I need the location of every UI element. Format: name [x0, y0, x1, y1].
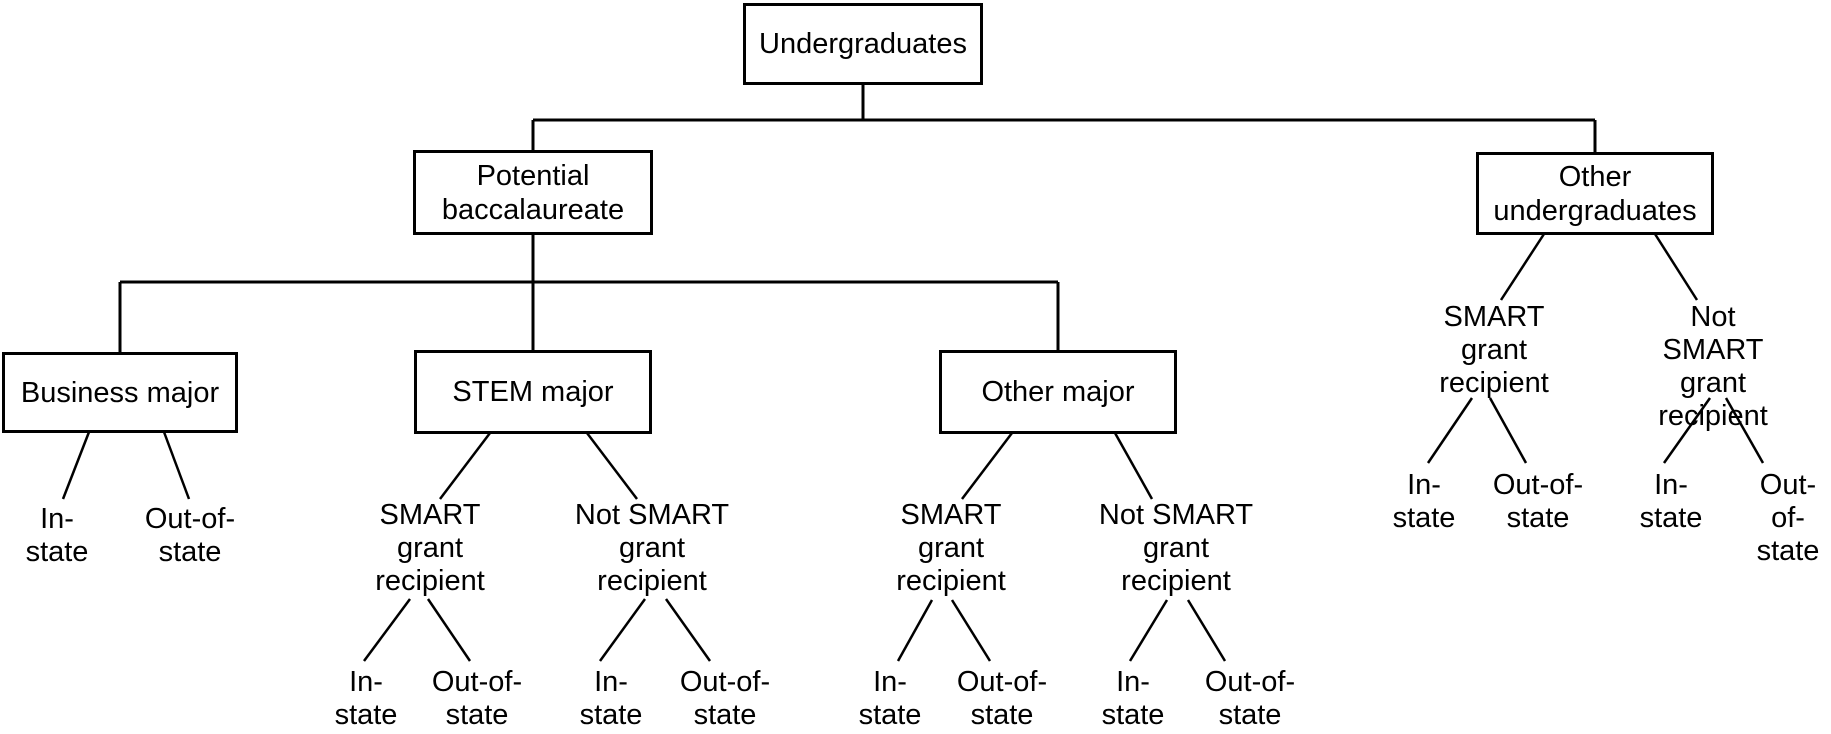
- leaf-other-major-smart-out-of-state: Out-of- state: [956, 666, 1048, 731]
- edge-other-major-smart: [961, 432, 1013, 500]
- leaf-business-out-of-state: Out-of- state: [144, 503, 236, 568]
- leaf-other-major-smart-in-state: In- state: [858, 666, 922, 731]
- node-undergraduates: Undergraduates: [743, 3, 983, 85]
- node-stem-not-smart-recipient: Not SMART grant recipient: [574, 499, 730, 597]
- edge-stem-not-smart-in-state: [598, 598, 647, 662]
- node-business-major: Business major: [2, 352, 238, 433]
- edge-business-out-of-state: [162, 431, 191, 500]
- node-stem-smart-recipient: SMART grant recipient: [375, 499, 485, 597]
- edge-other-undergrads-not-smart-out-of-state: [1724, 397, 1765, 464]
- diagonal-edges: [61, 233, 1765, 662]
- leaf-stem-not-smart-in-state: In- state: [579, 666, 643, 731]
- edge-other-major-not-smart-out-of-state: [1186, 599, 1227, 662]
- edge-stem-not-smart: [586, 432, 638, 500]
- node-potential-baccalaureate: Potential baccalaureate: [413, 150, 653, 235]
- node-other-major-not-smart-recipient: Not SMART grant recipient: [1098, 499, 1254, 597]
- leaf-stem-smart-out-of-state: Out-of- state: [431, 666, 523, 731]
- edge-other-undergrads-not-smart: [1653, 233, 1699, 301]
- leaf-stem-smart-in-state: In- state: [334, 666, 398, 731]
- orthogonal-edges: [118, 85, 1597, 354]
- node-other-undergraduates: Other undergraduates: [1476, 152, 1714, 235]
- edge-other-undergrads-smart-in-state: [1426, 397, 1474, 464]
- edge-other-major-not-smart-in-state: [1128, 599, 1169, 662]
- leaf-business-in-state: In- state: [25, 503, 89, 568]
- edge-other-undergrads-not-smart-in-state: [1662, 397, 1712, 464]
- edge-stem-not-smart-out-of-state: [664, 598, 712, 662]
- edge-stem-smart-out-of-state: [426, 598, 472, 662]
- node-stem-major: STEM major: [414, 350, 652, 434]
- node-other-major-smart-recipient: SMART grant recipient: [896, 499, 1006, 597]
- edge-stem-smart-in-state: [362, 598, 412, 662]
- leaf-stem-not-smart-out-of-state: Out-of- state: [679, 666, 771, 731]
- edge-other-undergrads-smart: [1499, 233, 1546, 301]
- leaf-other-major-not-smart-in-state: In- state: [1101, 666, 1165, 731]
- leaf-other-undergrads-not-smart-out-of-state: Out-of- state: [1756, 469, 1820, 567]
- leaf-other-undergrads-smart-out-of-state: Out-of- state: [1492, 469, 1584, 534]
- leaf-other-undergrads-not-smart-in-state: In- state: [1639, 469, 1703, 534]
- node-other-undergrads-not-smart-recipient: Not SMART grant recipient: [1658, 301, 1768, 432]
- edge-other-major-smart-in-state: [896, 599, 934, 662]
- node-other-major: Other major: [939, 350, 1177, 434]
- edge-other-major-smart-out-of-state: [950, 599, 992, 662]
- node-other-undergrads-smart-recipient: SMART grant recipient: [1439, 301, 1549, 399]
- edge-other-major-not-smart: [1113, 432, 1154, 500]
- leaf-other-undergrads-smart-in-state: In- state: [1392, 469, 1456, 534]
- leaf-other-major-not-smart-out-of-state: Out-of- state: [1204, 666, 1296, 731]
- edge-business-in-state: [61, 431, 91, 500]
- edge-other-undergrads-smart-out-of-state: [1488, 397, 1528, 464]
- edge-stem-smart: [439, 432, 491, 500]
